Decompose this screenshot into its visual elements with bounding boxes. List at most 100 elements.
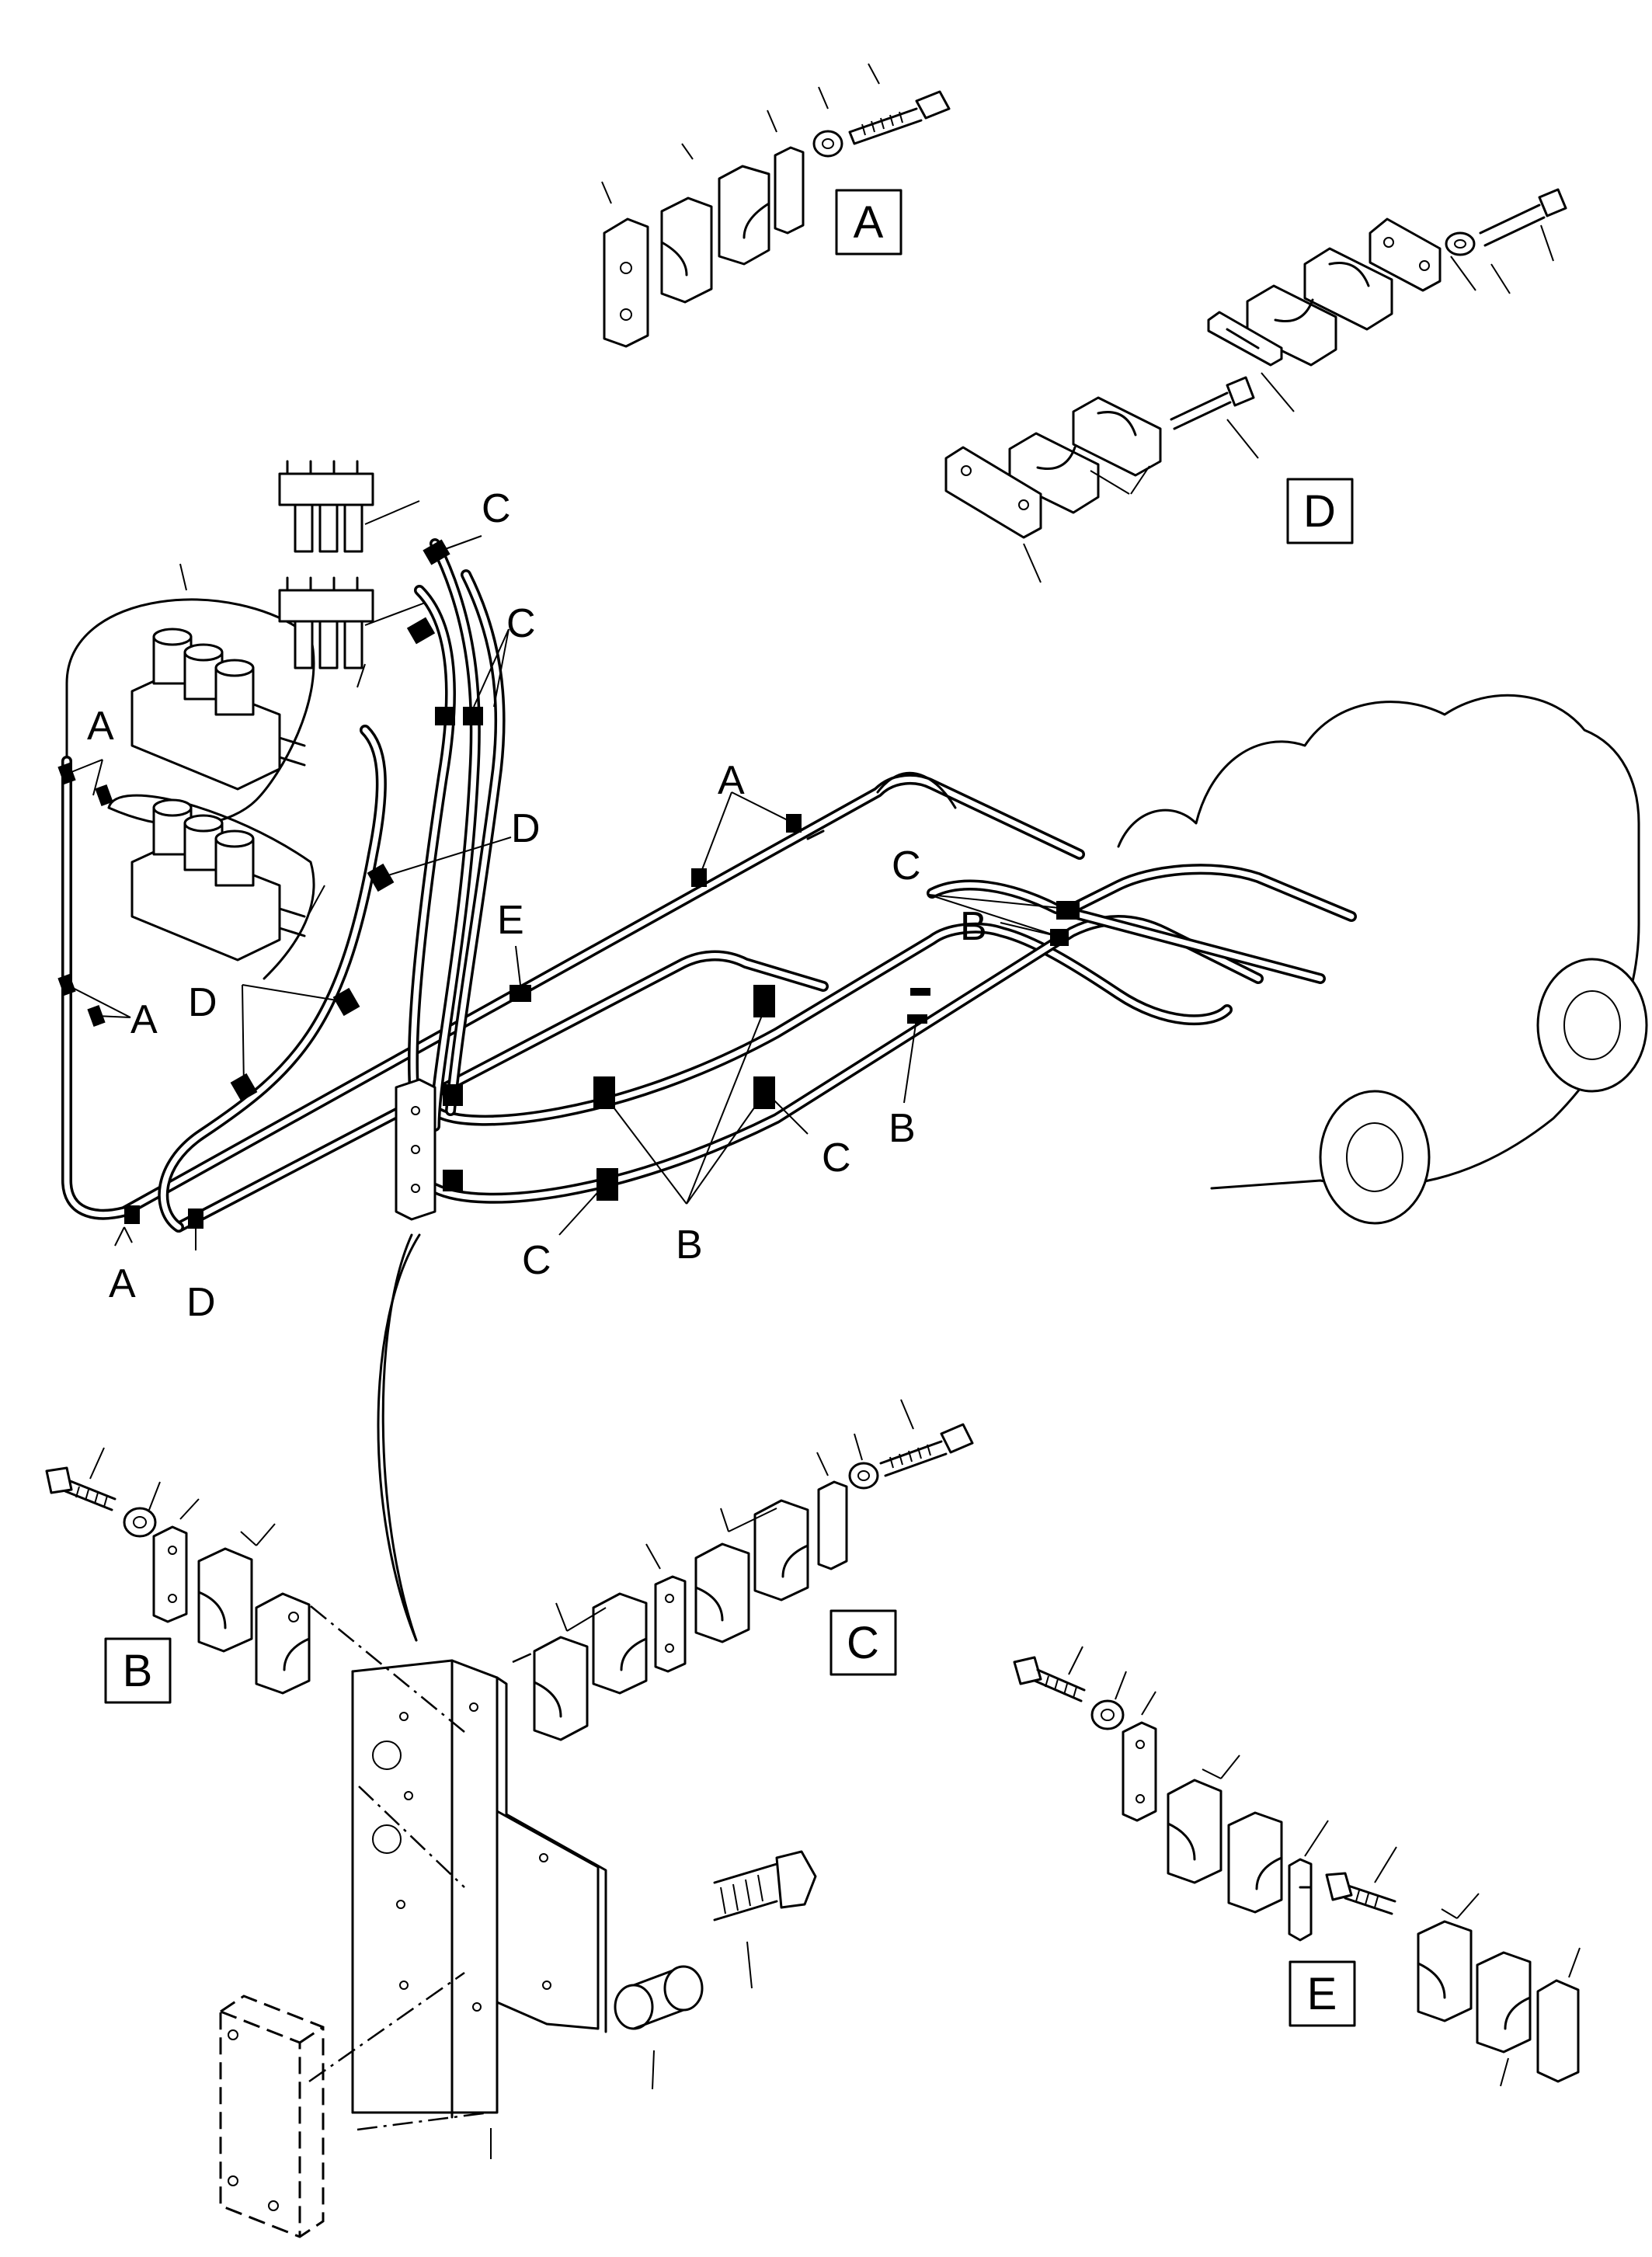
engine-pulley-upper xyxy=(1536,958,1648,1093)
manifold-second xyxy=(278,576,374,669)
detail-e-bolt xyxy=(1033,1668,1086,1702)
bracket-hole-2 xyxy=(372,1824,402,1854)
callout-c-bottom: C xyxy=(522,1238,551,1283)
detail-d-label-box xyxy=(1286,478,1354,544)
detail-a-cover-plate xyxy=(774,146,805,235)
callout-c-right-lower: C xyxy=(822,1135,851,1181)
detail-c-clamp-2 xyxy=(592,1592,648,1695)
clamp-c-top-2 xyxy=(406,617,436,645)
detail-a-label-box xyxy=(835,189,903,256)
bracket-spacer-end xyxy=(614,1984,654,2030)
detail-a-washer xyxy=(812,130,843,158)
detail-c-label-box xyxy=(829,1609,897,1676)
bracket-hole-1 xyxy=(372,1741,402,1770)
detail-d-bolt xyxy=(1479,203,1546,247)
detail-b-plate xyxy=(152,1525,188,1623)
detail-d-clamp-upper xyxy=(1303,247,1393,331)
detail-e-clamp-lower-2 xyxy=(1476,1951,1532,2054)
callout-b-bottom: B xyxy=(676,1222,703,1268)
callout-d-left: D xyxy=(188,980,217,1025)
detail-d-spacer-plate xyxy=(1207,311,1283,367)
detail-e-label: E xyxy=(1307,1969,1337,2019)
detail-b-clamp-lower xyxy=(255,1592,311,1695)
callout-a-top-mid: A xyxy=(718,758,745,803)
callout-a-left-upper: A xyxy=(87,704,114,749)
clamp-c-right-2 xyxy=(1050,929,1069,946)
callout-b-right-lower: B xyxy=(889,1106,916,1151)
detail-e-plate xyxy=(1122,1721,1157,1822)
main-assembly: C C A A A A D D D E C B B C C B xyxy=(57,460,1648,1642)
detail-a-clamp-half-upper xyxy=(718,165,770,266)
callout-e-mid: E xyxy=(497,898,524,943)
detail-d-clamp-upper-2 xyxy=(1072,396,1162,477)
detail-e-washer xyxy=(1090,1699,1125,1730)
callout-c-top-2: C xyxy=(506,601,536,646)
clamp-c-right-1 xyxy=(1056,901,1080,920)
clamp-c-top-4 xyxy=(463,707,483,725)
clamp-bracket-2 xyxy=(443,1170,463,1191)
clamp-a-left-1 xyxy=(57,762,76,785)
detail-e-clamp-lower xyxy=(1227,1811,1283,1914)
detail-b-assembly: B xyxy=(45,1447,817,2238)
clamp-a-bottom xyxy=(124,1205,140,1224)
detail-d-plate-right xyxy=(1369,217,1442,292)
alignment-lines xyxy=(308,1605,544,2131)
engine-pulley-lower xyxy=(1319,1090,1431,1225)
bracket-bolt xyxy=(713,1862,778,1921)
detail-e-spacer xyxy=(1288,1858,1313,1942)
detail-e-label-box xyxy=(1289,1960,1356,2027)
callout-a-left-bottom: A xyxy=(109,1261,136,1306)
clamp-bracket-1 xyxy=(443,1084,463,1106)
detail-b-washer xyxy=(123,1507,157,1538)
clamp-b-2 xyxy=(596,1168,618,1201)
detail-a-label: A xyxy=(854,197,884,248)
detail-swoop-line xyxy=(377,1233,421,1642)
detail-a-clamp-half-lower xyxy=(660,196,713,304)
mounting-bracket-plate xyxy=(351,1659,600,2114)
callout-d-mid: D xyxy=(511,806,541,851)
clamp-a-left-2 xyxy=(95,784,113,807)
callout-c-top-1: C xyxy=(482,486,511,531)
callout-a-left-mid: A xyxy=(130,997,158,1042)
clamp-d-bottom xyxy=(188,1208,203,1229)
detail-c-assembly: C xyxy=(533,1399,974,1741)
detail-d-plate-left xyxy=(944,446,1042,539)
main-bracket xyxy=(395,1078,436,1221)
hose-left-loop xyxy=(61,756,130,1220)
clamp-c-top-3 xyxy=(435,707,455,725)
detail-b-label: B xyxy=(123,1646,153,1696)
detail-d-washer xyxy=(1445,231,1476,256)
detail-d-assembly: D xyxy=(944,188,1567,583)
hose-loop-1 xyxy=(430,922,1233,1126)
detail-d-stud xyxy=(1170,391,1232,430)
detail-b-bolt xyxy=(64,1479,117,1511)
clamp-b-right-2 xyxy=(907,1014,927,1024)
detail-c-clamp-4 xyxy=(753,1499,809,1601)
engine-outline xyxy=(1117,694,1640,1190)
callout-d-bottom: D xyxy=(186,1280,216,1325)
detail-e-end-cap xyxy=(1536,1979,1580,2083)
control-valve-upper xyxy=(130,628,306,791)
detail-e-clamp-upper xyxy=(1167,1779,1222,1884)
hose-d-feed xyxy=(158,725,387,1233)
detail-b-label-box xyxy=(104,1637,172,1704)
detail-c-clamp-3 xyxy=(694,1542,750,1643)
callout-b-right-upper: B xyxy=(960,904,987,949)
clamp-e xyxy=(510,985,531,1002)
detail-e-stud xyxy=(1344,1884,1396,1915)
mounting-block-dashed xyxy=(219,1994,325,2238)
detail-a-backing-plate xyxy=(603,217,649,348)
detail-b-clamp-upper xyxy=(197,1547,253,1653)
callout-c-right-upper: C xyxy=(892,843,921,889)
detail-c-washer xyxy=(848,1462,879,1490)
detail-c-label: C xyxy=(847,1618,879,1668)
detail-c-plate-2 xyxy=(817,1480,848,1570)
detail-c-clamp-1 xyxy=(533,1636,589,1741)
clamp-b-3 xyxy=(753,985,775,1017)
leader-lines xyxy=(66,535,1068,1250)
detail-c-plate-1 xyxy=(654,1575,687,1673)
detail-a-bolt xyxy=(848,107,923,145)
detail-d-label: D xyxy=(1303,486,1336,537)
clamp-b-right-1 xyxy=(910,988,930,996)
